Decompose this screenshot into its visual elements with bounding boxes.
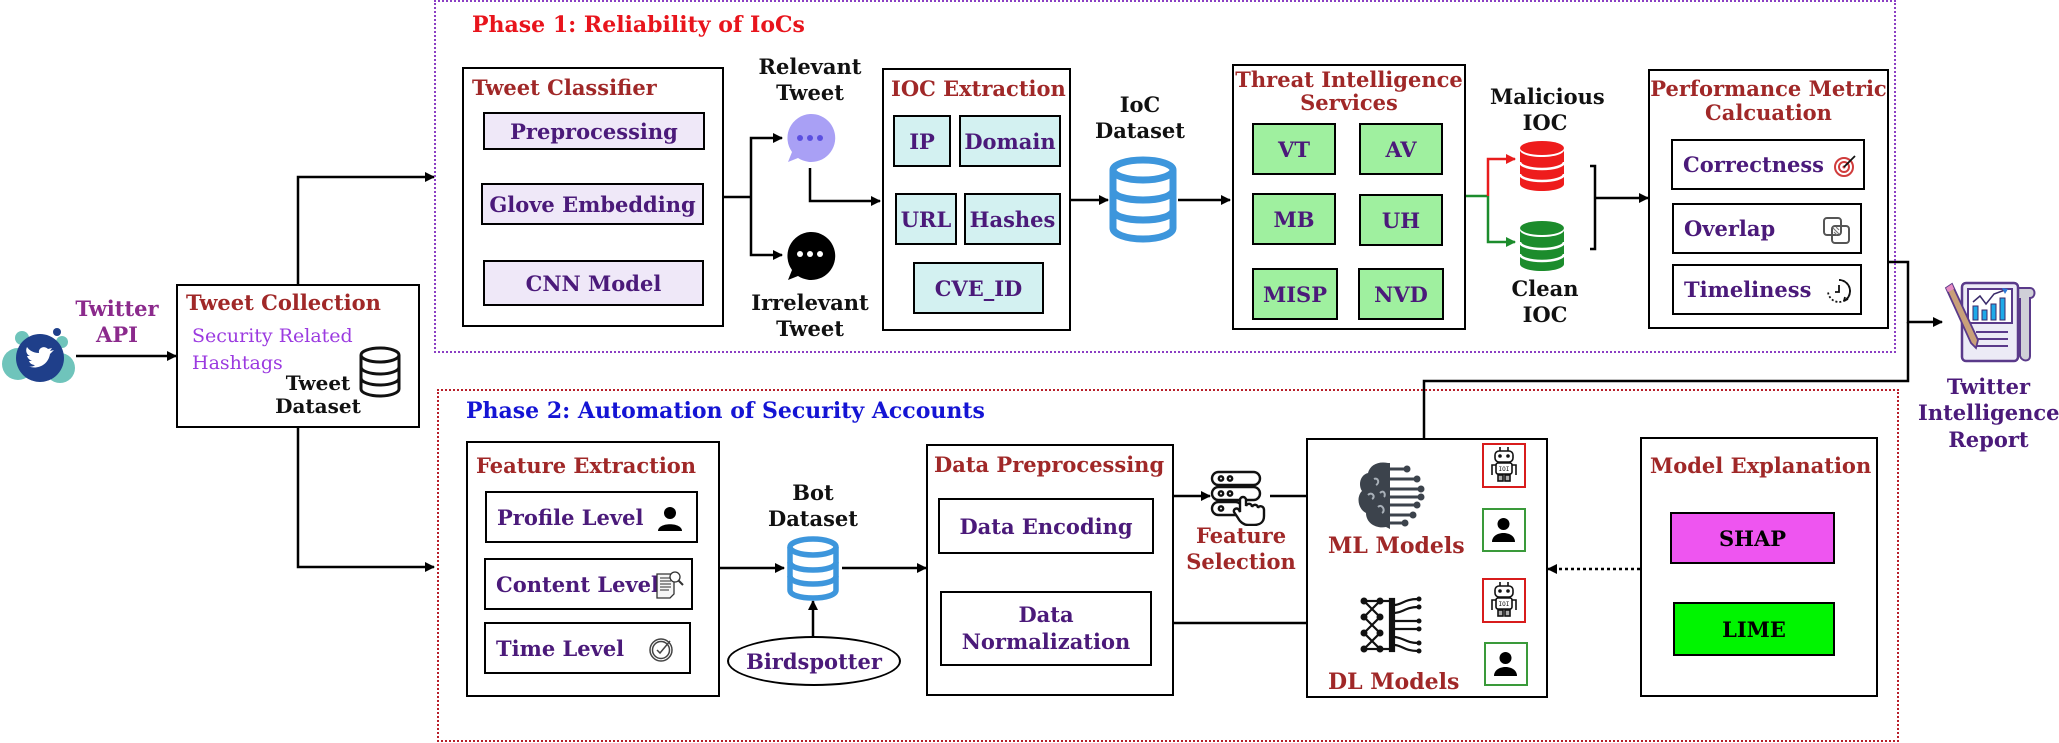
database-icon: [1518, 140, 1566, 196]
edge-collection-to-phase2: [296, 426, 435, 572]
svg-text:IOI: IOI: [1499, 601, 1510, 608]
preprocessing-step[interactable]: Preprocessing: [483, 112, 705, 150]
shap-method[interactable]: SHAP: [1670, 512, 1835, 564]
twitter-api-label: Twitter API: [75, 296, 159, 348]
dl-models-label: DL Models: [1328, 669, 1460, 695]
relevant-tweet-label: Relevant Tweet: [758, 54, 862, 106]
overlap-squares-icon: [1822, 216, 1852, 251]
lime-method[interactable]: LIME: [1673, 602, 1835, 656]
model-explanation-box[interactable]: Model Explanation: [1640, 437, 1878, 697]
level-profile[interactable]: Profile Level: [485, 491, 698, 543]
brain-circuit-icon: [1354, 459, 1426, 537]
edge-classifier-to-irrelevant: [749, 197, 783, 260]
edge-collection-to-phase1: [296, 172, 435, 284]
robot-icon: IOI: [1491, 447, 1517, 482]
feature-selection-label: Feature Selection: [1186, 523, 1296, 575]
user-icon: [657, 505, 683, 536]
metric-timeliness[interactable]: Timeliness: [1672, 264, 1862, 315]
glove-embedding-step[interactable]: Glove Embedding: [481, 183, 704, 225]
ti-uh[interactable]: UH: [1359, 194, 1443, 246]
metric-overlap[interactable]: Overlap: [1672, 203, 1862, 254]
cnn-model-step[interactable]: CNN Model: [483, 260, 704, 306]
document-search-icon: [654, 568, 686, 605]
threat-intel-title: Threat Intelligence Services: [1235, 67, 1463, 116]
edge-models-to-report: [1422, 322, 1910, 438]
twitter-intelligence-report-label: Twitter Intelligence Report: [1918, 374, 2059, 452]
edge-ti-to-malicious: [1486, 154, 1516, 196]
ioc-cve-id[interactable]: CVE_ID: [913, 262, 1044, 314]
phase2-container: [437, 389, 1899, 742]
ti-vt[interactable]: VT: [1252, 123, 1336, 175]
birdspotter-node[interactable]: Birdspotter: [727, 636, 901, 686]
clean-ioc-label: Clean IOC: [1511, 276, 1579, 328]
neural-network-icon: [1358, 595, 1424, 661]
ioc-domain[interactable]: Domain: [959, 115, 1061, 167]
dl-bot-output: IOI: [1482, 578, 1526, 623]
target-icon: [1833, 154, 1857, 183]
level-content[interactable]: Content Level: [484, 558, 693, 610]
user-icon: [1492, 518, 1515, 542]
edge-ti-to-clean: [1486, 196, 1516, 247]
level-time[interactable]: Time Level: [484, 622, 691, 674]
malicious-ioc-label: Malicious IOC: [1490, 84, 1605, 136]
tweet-collection-title: Tweet Collection: [186, 290, 381, 315]
ti-nvd[interactable]: NVD: [1358, 268, 1444, 320]
tweet-classifier-title: Tweet Classifier: [472, 75, 657, 100]
data-normalization-step[interactable]: Data Normalization: [940, 591, 1152, 666]
ioc-ip[interactable]: IP: [893, 115, 951, 167]
server-select-icon: [1210, 470, 1270, 530]
performance-metric-title: Performance Metric Calcuation: [1650, 76, 1887, 125]
data-encoding-step[interactable]: Data Encoding: [938, 498, 1154, 554]
edge-relevant-to-ioc: [808, 168, 881, 206]
metric-correctness[interactable]: Correctness: [1671, 139, 1865, 190]
dl-human-output: [1484, 642, 1528, 686]
report-chart-icon: [1942, 280, 2038, 368]
database-icon: [358, 346, 402, 402]
irrelevant-tweet-label: Irrelevant Tweet: [751, 290, 869, 342]
database-icon: [1518, 220, 1566, 276]
ioc-url[interactable]: URL: [895, 193, 957, 245]
clock-icon: [1825, 277, 1853, 310]
ml-models-label: ML Models: [1328, 533, 1465, 559]
ioc-dataset-label: IoC Dataset: [1094, 92, 1185, 144]
phase2-title: Phase 2: Automation of Security Accounts: [466, 398, 985, 424]
tweet-collection-box[interactable]: Tweet Collection Security Related Hashta…: [176, 284, 420, 428]
edge-performance-to-report: [1888, 260, 1943, 327]
data-preprocessing-title: Data Preprocessing: [934, 452, 1165, 477]
ioc-extraction-title: IOC Extraction: [891, 76, 1066, 101]
user-icon: [1494, 652, 1517, 676]
twitter-bird-icon: [0, 322, 78, 394]
ti-misp[interactable]: MISP: [1252, 268, 1338, 320]
database-icon: [786, 536, 840, 606]
feature-extraction-title: Feature Extraction: [476, 453, 697, 478]
phase1-title: Phase 1: Reliability of IoCs: [472, 12, 805, 38]
chat-bubble-icon: [784, 112, 836, 168]
hashtags-line1: Security Related: [192, 325, 353, 347]
tweet-dataset-label: Tweet Dataset: [275, 371, 361, 418]
phase1-container: [434, 0, 1896, 353]
edge-classifier-to-relevant: [749, 133, 783, 197]
ioc-hashes[interactable]: Hashes: [964, 193, 1061, 245]
database-icon: [1108, 156, 1178, 248]
hashtags-line2: Hashtags: [192, 352, 283, 374]
robot-icon: IOI: [1491, 582, 1517, 617]
chat-bubble-icon: [784, 230, 836, 286]
ti-mb[interactable]: MB: [1252, 193, 1336, 245]
clock-check-icon: [648, 637, 674, 668]
ml-bot-output: IOI: [1482, 443, 1526, 488]
ml-human-output: [1482, 508, 1526, 552]
bot-dataset-label: Bot Dataset: [767, 480, 858, 532]
ti-av[interactable]: AV: [1359, 123, 1443, 175]
model-explanation-title: Model Explanation: [1650, 453, 1872, 478]
svg-text:IOI: IOI: [1499, 466, 1510, 473]
